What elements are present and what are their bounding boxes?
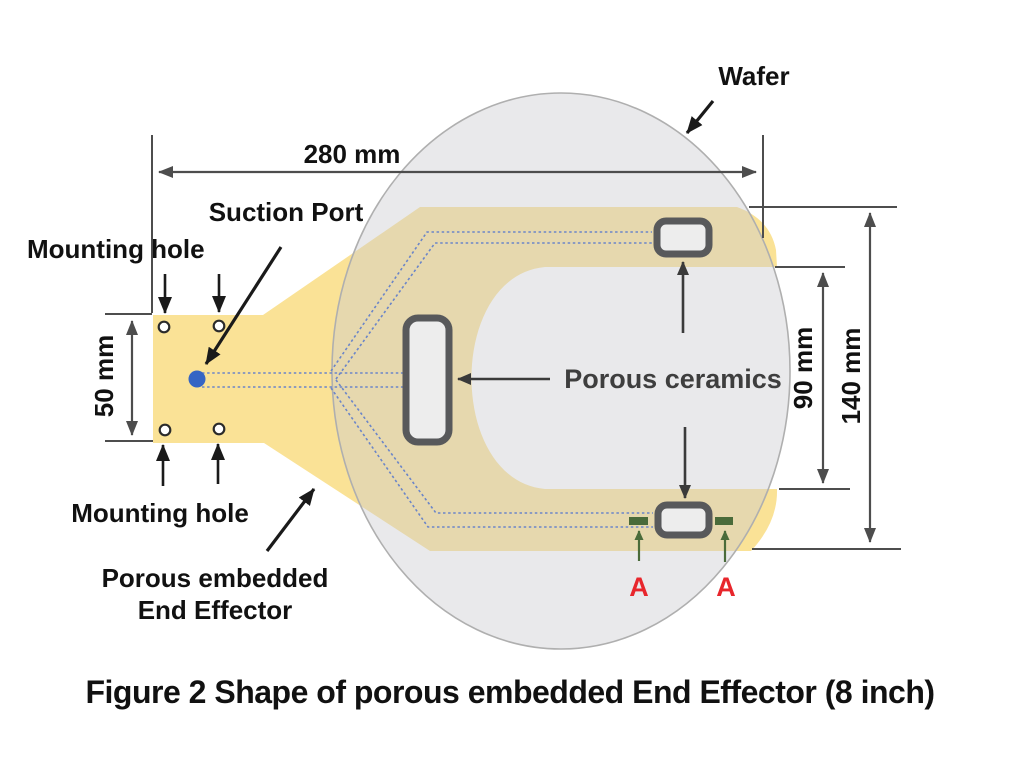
- channel-lower-outer: [330, 387, 653, 528]
- porous-ceramic-center: [402, 314, 453, 446]
- section-bar-right: [715, 517, 733, 525]
- dim-label-90mm: 90 mm: [788, 327, 818, 409]
- section-label-a-left: A: [629, 572, 649, 602]
- mounting-hole-top-left: [157, 320, 171, 334]
- section-label-a-right: A: [716, 572, 736, 602]
- suction-port-arrow: [204, 246, 283, 365]
- figure-caption: Figure 2 Shape of porous embedded End Ef…: [85, 674, 934, 710]
- dimension-140mm: [749, 206, 901, 550]
- dim-label-280mm: 280 mm: [304, 139, 401, 169]
- porous-ceramics-label: Porous ceramics: [564, 364, 782, 394]
- label-arrows: [204, 99, 715, 552]
- section-bar-left: [629, 517, 648, 525]
- end-effector-arrow: [265, 488, 316, 552]
- mounting-hole-bottom-label: Mounting hole: [71, 498, 249, 528]
- channel-upper-inner: [335, 242, 652, 380]
- porous-ceramics-group: [402, 217, 713, 539]
- end-effector-label-line1: Porous embedded: [102, 563, 329, 593]
- suction-port-dot: [188, 370, 206, 388]
- mounting-holes: [156, 274, 226, 486]
- dimension-90mm: [775, 266, 850, 490]
- channel-upper-outer: [330, 231, 652, 372]
- mounting-hole-bottom-left: [158, 423, 172, 437]
- porous-ceramic-upper: [653, 217, 713, 258]
- suction-port-label: Suction Port: [209, 197, 364, 227]
- dim-label-140mm: 140 mm: [836, 328, 866, 425]
- wafer-label: Wafer: [718, 61, 789, 91]
- mounting-hole-bottom-right: [212, 422, 226, 436]
- dimension-50mm: [105, 313, 153, 442]
- wafer-arrow: [685, 99, 715, 135]
- mounting-hole-top-label: Mounting hole: [27, 234, 205, 264]
- porous-ceramic-lower: [654, 501, 713, 539]
- vacuum-channels: [202, 231, 653, 528]
- dimension-280mm: [151, 135, 764, 313]
- dim-label-50mm: 50 mm: [89, 335, 119, 417]
- mounting-hole-top-right: [212, 319, 226, 333]
- section-markers: [629, 517, 733, 562]
- end-effector-label-line2: End Effector: [138, 595, 293, 625]
